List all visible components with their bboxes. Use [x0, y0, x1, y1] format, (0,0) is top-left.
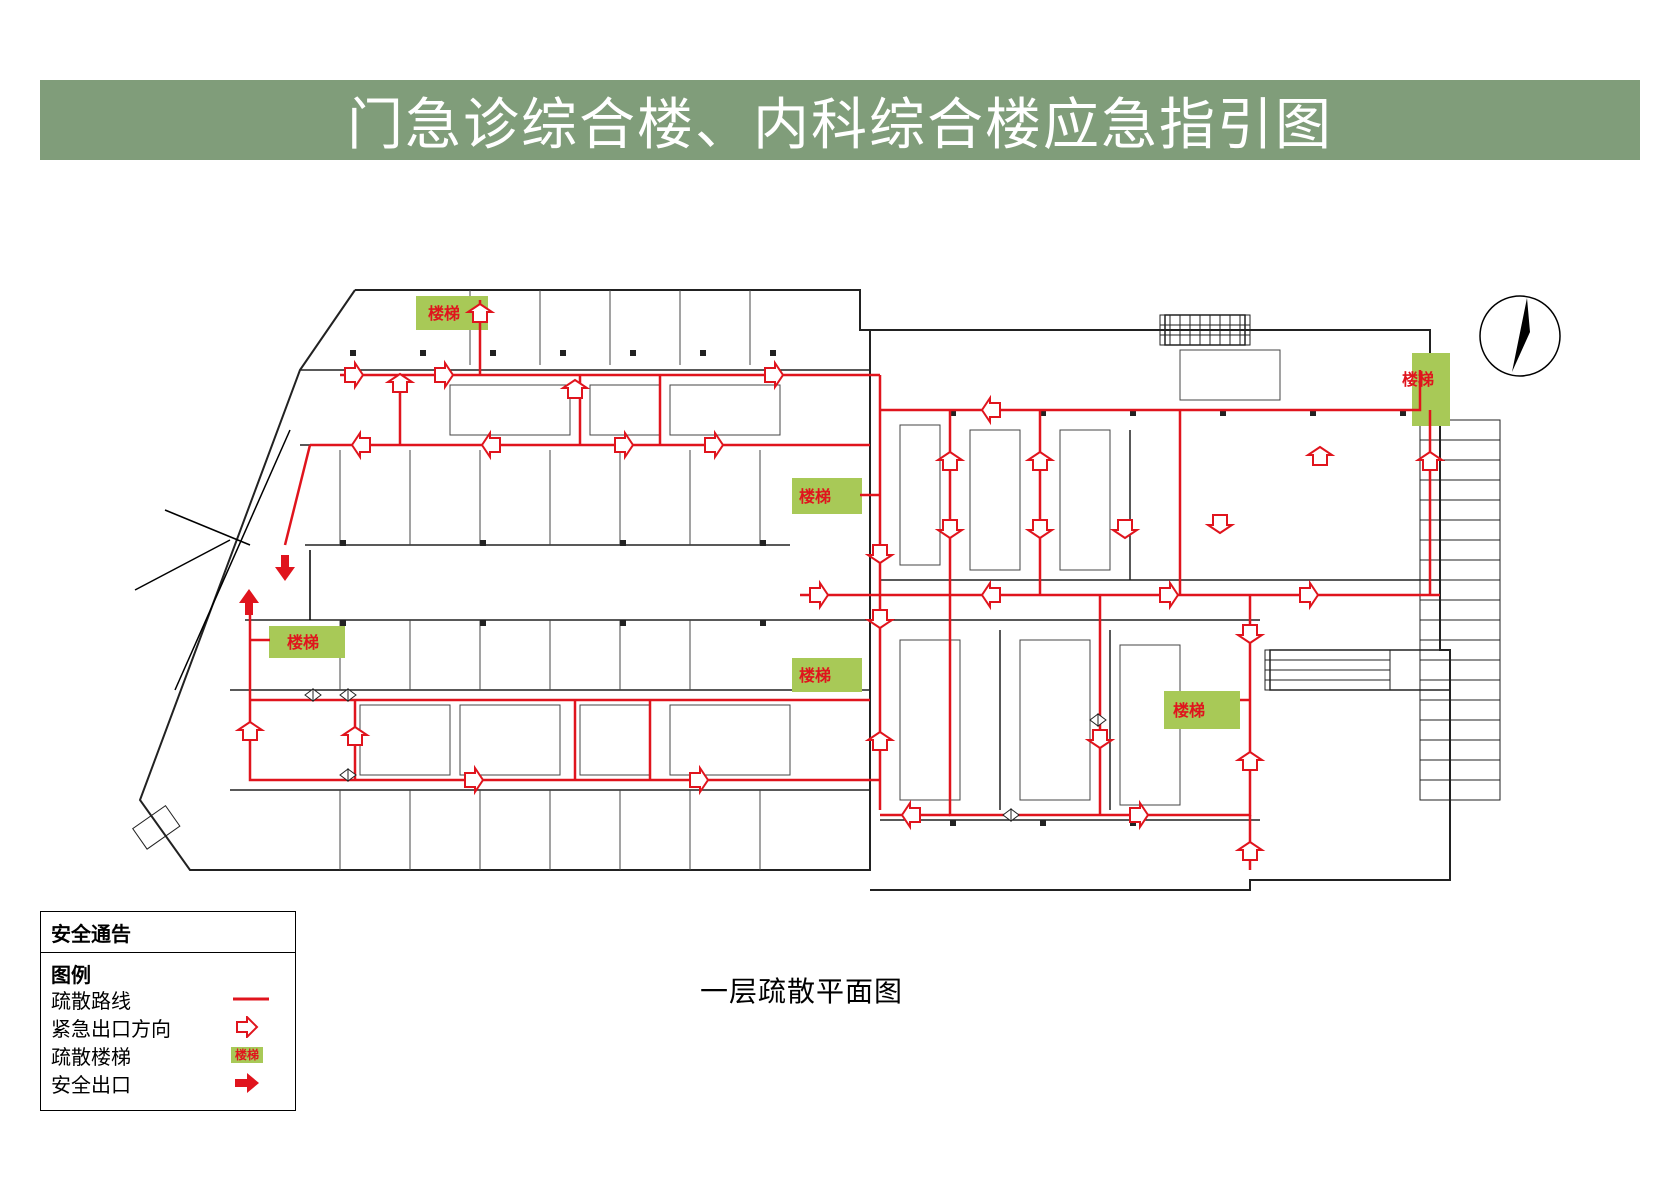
north-arrow-icon — [1479, 295, 1561, 377]
legend-header: 安全通告 — [41, 912, 295, 953]
legend-item-stair: 疏散楼梯 楼梯 — [41, 1041, 295, 1069]
entrance-walkway — [134, 429, 311, 691]
legend-label: 疏散楼梯 — [51, 1044, 131, 1069]
legend-label: 紧急出口方向 — [51, 1016, 171, 1041]
route-line-icon — [231, 994, 291, 1004]
evacuation-routes — [248, 300, 1440, 870]
stair-label: 楼梯 — [799, 487, 831, 506]
stair-label: 楼梯 — [799, 666, 831, 685]
solid-arrow-icon — [231, 1072, 291, 1094]
stair-5: 楼梯 — [1164, 691, 1240, 729]
stair-4: 楼梯 — [792, 658, 862, 692]
title-bar: 门急诊综合楼、内科综合楼应急指引图 — [40, 80, 1640, 160]
legend-item-direction: 紧急出口方向 — [41, 1013, 295, 1041]
building-walls — [138, 289, 1451, 891]
doors — [304, 688, 1107, 822]
stair-highlights: 楼梯 楼梯 楼梯 楼梯 楼梯 楼梯 — [269, 296, 1450, 729]
stair-label: 楼梯 — [428, 304, 460, 323]
legend-label: 安全出口 — [51, 1072, 131, 1097]
stair-label: 楼梯 — [287, 633, 319, 652]
stair-label: 楼梯 — [1402, 370, 1434, 389]
stair-2: 楼梯 — [792, 478, 862, 514]
exit-direction-arrows — [234, 302, 1446, 861]
stair-grids — [132, 314, 1501, 850]
safe-exit-arrow-south — [275, 555, 295, 581]
stair-chip-icon: 楼梯 — [231, 1047, 291, 1063]
hollow-arrow-icon — [231, 1016, 291, 1038]
legend-item-route: 疏散路线 — [41, 985, 295, 1013]
stair-label: 楼梯 — [1173, 701, 1205, 720]
stair-3: 楼梯 — [269, 626, 345, 658]
legend-panel: 安全通告 图例 疏散路线 紧急出口方向 疏散楼梯 楼梯 安全出口 — [40, 911, 296, 1111]
safe-exit-arrow-north — [239, 589, 259, 615]
stair-6: 楼梯 — [1402, 353, 1450, 426]
legend-item-safe-exit: 安全出口 — [41, 1069, 295, 1097]
legend-subheader: 图例 — [51, 963, 91, 987]
page-title: 门急诊综合楼、内科综合楼应急指引图 — [347, 92, 1333, 158]
legend-label: 疏散路线 — [51, 988, 131, 1013]
safe-exit-arrows — [239, 555, 295, 615]
floor-caption: 一层疏散平面图 — [700, 975, 904, 1008]
